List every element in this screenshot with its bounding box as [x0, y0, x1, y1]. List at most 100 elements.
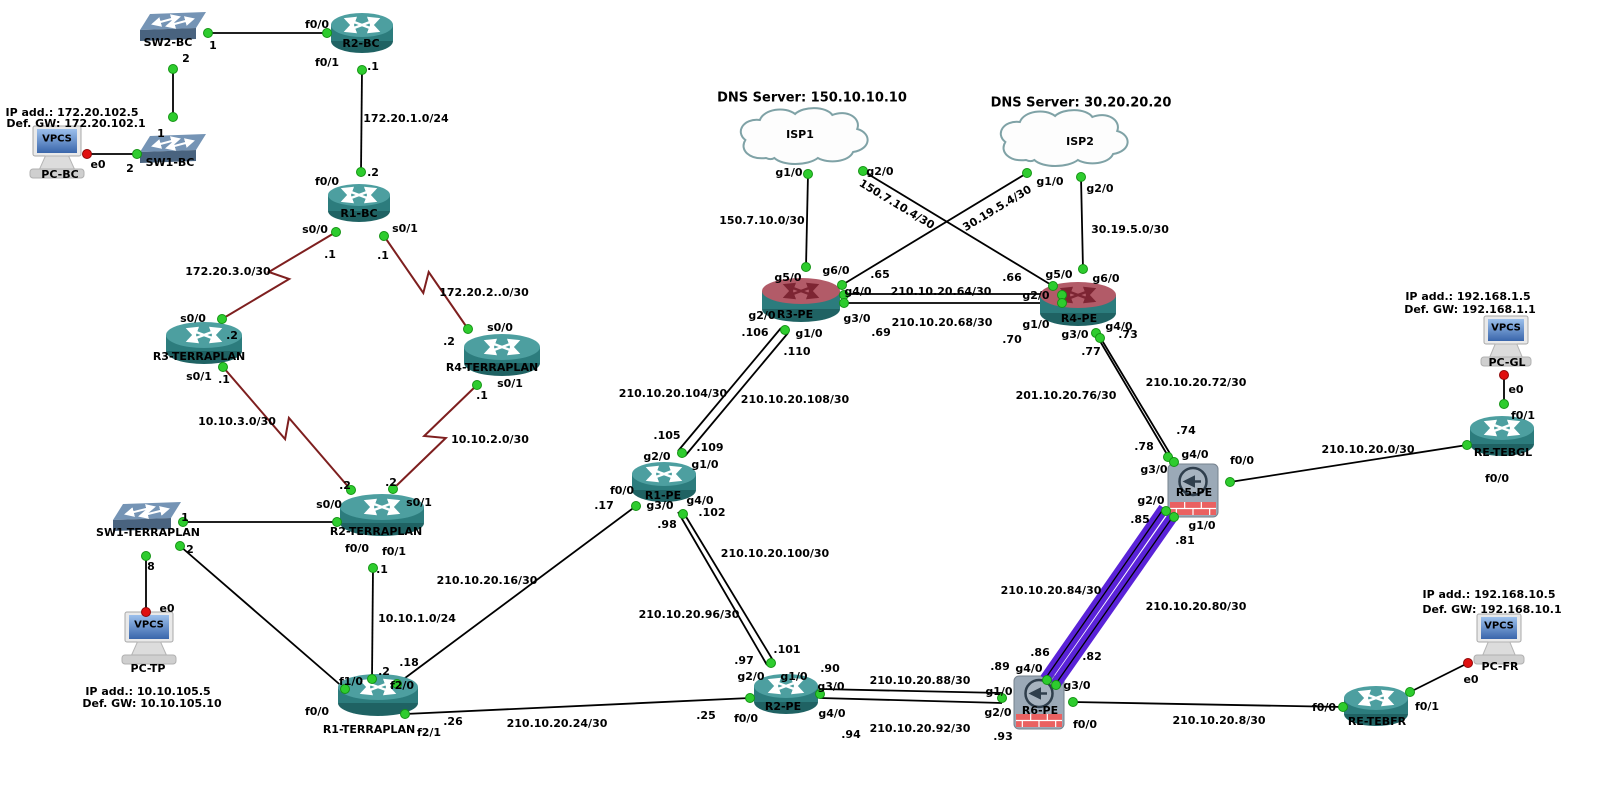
diagram-label: g1/0: [1188, 519, 1216, 532]
node-sw1-terraplan[interactable]: [113, 502, 181, 531]
diagram-label: 30.19.5.0/30: [1091, 223, 1169, 236]
link-isp2-r3pe[interactable]: [841, 172, 1028, 286]
diagram-label: 1: [209, 39, 217, 52]
node-label-r6-pe: R6-PE: [1022, 704, 1058, 717]
diagram-label: f0/0: [1312, 701, 1336, 714]
diagram-label: .77: [1081, 345, 1101, 358]
link-r2pe-r6pe-b[interactable]: [819, 697, 1003, 704]
diagram-label: 210.10.20.84/30: [1001, 584, 1102, 597]
node-r3-pe[interactable]: [762, 278, 840, 322]
diagram-label: Def. GW: 172.20.102.1: [6, 117, 145, 130]
port-status-dot-green: [1078, 264, 1088, 274]
diagram-label: 210.10.20.104/30: [619, 387, 728, 400]
node-re-tebfr[interactable]: [1344, 686, 1408, 726]
diagram-label: .98: [657, 518, 677, 531]
diagram-label: g5/0: [774, 271, 802, 284]
diagram-label: s0/1: [392, 222, 418, 235]
node-pc-gl[interactable]: VPCS: [1480, 315, 1532, 367]
node-r5-pe[interactable]: [1167, 463, 1219, 518]
diagram-label: 2: [182, 52, 190, 65]
node-re-tebgl[interactable]: [1470, 416, 1534, 456]
link-r3terraplan-r2terraplan[interactable]: [222, 366, 352, 491]
node-r2-pe[interactable]: [754, 674, 818, 714]
link-r4terraplan-r2terraplan[interactable]: [392, 384, 478, 490]
link-r4pe-r5pe-a[interactable]: [1093, 330, 1169, 457]
node-pc-bc[interactable]: VPCS: [29, 125, 85, 179]
link-r1pe-r3pe-b[interactable]: [684, 332, 789, 457]
diagram-label: g2/0: [748, 309, 776, 322]
diagram-label: .82: [1082, 650, 1102, 663]
node-label-sw1-terraplan: SW1-TERRAPLAN: [96, 526, 200, 539]
diagram-label: g1/0: [691, 458, 719, 471]
port-status-dot-green: [1057, 298, 1067, 308]
node-r1-bc[interactable]: [328, 184, 390, 222]
router-arrows-icon: [1059, 286, 1097, 304]
port-status-dot-green: [331, 227, 341, 237]
diagram-label: .25: [696, 709, 716, 722]
node-label-pc-fr: PC-FR: [1482, 660, 1519, 673]
diagram-label: 210.10.20.80/30: [1146, 600, 1247, 613]
link-r4pe-r5pe-b[interactable]: [1099, 336, 1176, 463]
router-arrows-icon: [363, 498, 401, 516]
diagram-label: 210.10.20.92/30: [870, 722, 971, 735]
link-r2bc-r1bc[interactable]: [360, 69, 363, 173]
diagram-label: g4/0: [1015, 662, 1043, 675]
node-isp1[interactable]: [741, 108, 868, 164]
node-r2-bc[interactable]: [331, 13, 393, 53]
diagram-label: 150.7.10.0/30: [719, 214, 805, 227]
node-pc-tp[interactable]: VPCS: [121, 611, 177, 665]
diagram-label: g1/0: [795, 327, 823, 340]
link-r1bc-r3terraplan[interactable]: [221, 231, 337, 320]
link-r2terraplan-r1terraplan[interactable]: [371, 567, 374, 680]
port-status-dot-green: [1051, 680, 1061, 690]
diagram-label: .66: [1002, 271, 1022, 284]
link-r1terraplan-r1pe[interactable]: [396, 505, 637, 685]
diagram-label: e0: [1508, 383, 1523, 396]
node-r1-pe[interactable]: [632, 462, 696, 502]
diagram-label: g1/0: [1036, 175, 1064, 188]
port-status-dot-green: [677, 448, 687, 458]
port-status-dot-green: [168, 112, 178, 122]
vpcs-screen-label: VPCS: [1484, 621, 1514, 632]
port-status-dot-green: [678, 509, 688, 519]
diagram-label: 1: [157, 127, 165, 140]
link-r2pe-r6pe-a[interactable]: [819, 688, 1003, 694]
diagram-label: e0: [159, 602, 174, 615]
diagram-label: e0: [90, 158, 105, 171]
link-sw1terraplan-r1terraplan[interactable]: [179, 545, 346, 690]
diagram-label: .81: [1175, 534, 1195, 547]
node-r3-terraplan[interactable]: [166, 322, 242, 364]
node-r4-terraplan[interactable]: [464, 334, 540, 376]
link-retebfr-pcfr[interactable]: [1409, 662, 1469, 693]
diagram-label: .86: [1030, 646, 1050, 659]
node-pc-fr[interactable]: VPCS: [1473, 613, 1525, 665]
diagram-label: .17: [594, 499, 614, 512]
diagram-label: .110: [783, 345, 810, 358]
node-isp2[interactable]: [1001, 110, 1128, 166]
port-status-dot-green: [1225, 477, 1235, 487]
node-sw2-bc[interactable]: [140, 12, 206, 41]
diagram-label: 210.10.20.24/30: [507, 717, 608, 730]
link-r6pe-retebfr[interactable]: [1072, 701, 1344, 708]
node-label-r4-pe: R4-PE: [1061, 312, 1097, 325]
node-r2-terraplan[interactable]: [340, 494, 424, 536]
link-r1terraplan-r2pe[interactable]: [404, 697, 751, 715]
link-r1pe-r2pe-a[interactable]: [677, 511, 768, 666]
node-sw1-bc[interactable]: [140, 134, 206, 163]
link-r1bc-r4terraplan[interactable]: [383, 235, 469, 330]
diagram-label: g1/0: [985, 685, 1013, 698]
link-r1pe-r2pe-b[interactable]: [684, 514, 775, 663]
diagram-label: Def. GW: 192.168.1.1: [1404, 303, 1536, 316]
link-isp1-r4pe[interactable]: [862, 170, 1054, 287]
link-isp1-r3pe[interactable]: [805, 173, 809, 268]
link-r5pe-retebgl[interactable]: [1229, 444, 1468, 483]
link-isp2-r4pe[interactable]: [1080, 176, 1084, 270]
diagram-label: e0: [1463, 673, 1478, 686]
router-arrows-icon: [359, 678, 397, 696]
port-status-dot-green: [168, 64, 178, 74]
link-r1pe-r3pe-a[interactable]: [677, 327, 782, 452]
port-status-dot-red: [1463, 658, 1473, 668]
node-r6-pe[interactable]: [1013, 675, 1065, 730]
